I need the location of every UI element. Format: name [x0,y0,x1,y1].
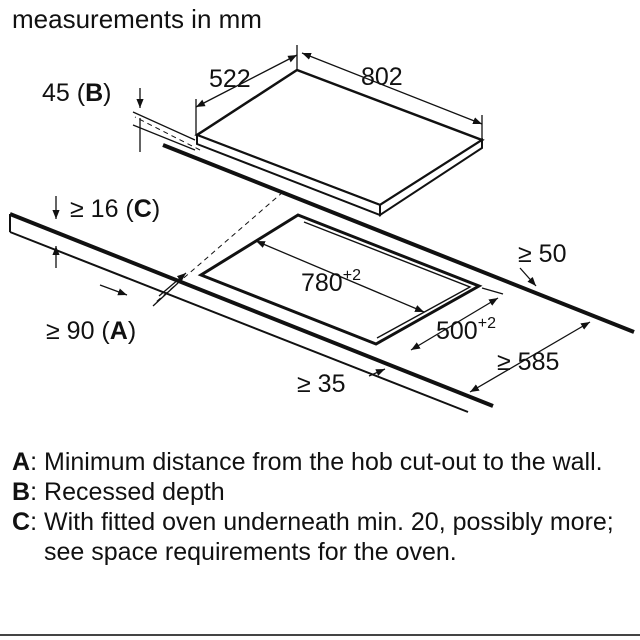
dim-cutout-width-line [255,240,425,313]
legend-text: With fitted oven underneath min. 20, pos… [44,508,614,566]
hob-depth-label: 522 [209,65,251,93]
dim-front-clearance-line [368,368,386,377]
legend-item-b: B: Recessed depth [12,477,632,507]
legend-item-a: A: Minimum distance from the hob cut-out… [12,447,632,477]
dim-hob-width-line [301,52,483,125]
dim-hob-depth-line [195,54,298,108]
worktop [9,143,635,413]
legend: A: Minimum distance from the hob cut-out… [12,447,632,567]
hob-width-label: 802 [361,63,403,91]
worktop-back-edge [162,143,635,334]
back-clearance-label: ≥ 50 [518,240,566,268]
worktop-front-edge [9,212,494,408]
legend-key: C [12,508,31,536]
legend-key: A [12,448,31,476]
projection-lines [134,116,284,303]
hob-right-face [379,138,483,217]
dimension-lines [52,45,591,393]
worktop-front-lower-edge [9,231,469,413]
dim-cutout-depth-line [410,297,499,351]
legend-text: Recessed depth [44,478,225,506]
wall-distance-label: ≥ 90 (A) [46,317,136,345]
recessed-depth-label: 45 (B) [42,79,111,107]
bottom-divider [0,634,640,636]
dim-worktop-depth-line [469,321,591,393]
page-title: measurements in mm [12,4,262,34]
cutout-depth-label: 500+2 [436,315,496,345]
dim-wall-distance-line [99,284,128,296]
installation-diagram: 522 802 45 (B) ≥ 16 (C) ≥ 90 (A) 780+2 5… [9,45,635,413]
legend-key: B [12,478,31,506]
worktop-depth-label: ≥ 585 [497,348,559,376]
cutout-width-label: 780+2 [301,267,361,297]
worktop-thickness-label: ≥ 16 (C) [70,195,160,223]
legend-item-c: C: With fitted oven underneath min. 20, … [12,507,632,567]
legend-text: Minimum distance from the hob cut-out to… [44,448,603,476]
front-clearance-label: ≥ 35 [297,370,345,398]
dim-back-clearance-line [519,267,537,287]
